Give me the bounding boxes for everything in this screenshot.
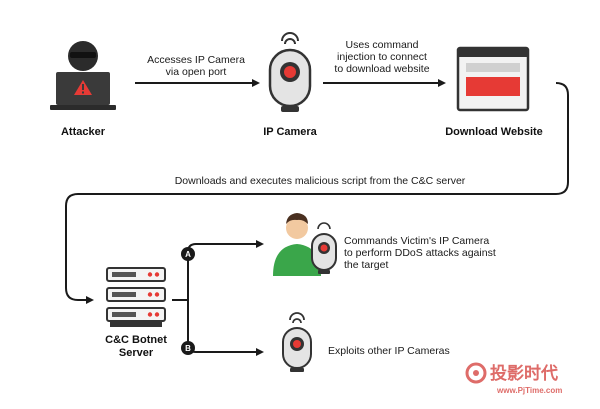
edge-label-branch-a-line3: the target — [344, 259, 389, 271]
badge-a: A — [181, 247, 195, 261]
arrow-branch-a — [187, 240, 264, 300]
svg-text:投影时代: 投影时代 — [490, 363, 558, 384]
edge-label-access-line1: Accesses IP Camera — [147, 54, 245, 66]
browser-window-icon — [456, 46, 530, 112]
edge-label-branch-a: Commands Victim's IP Camera to perform D… — [344, 235, 496, 271]
server-rack-icon — [106, 267, 166, 327]
hacker-laptop-icon — [50, 41, 116, 110]
edge-label-access-line2: via open port — [165, 66, 227, 78]
edge-label-inject-line1: Uses command — [345, 39, 419, 51]
arrow-branch-b — [187, 300, 264, 356]
edge-label-branch-b: Exploits other IP Cameras — [328, 345, 450, 357]
edge-label-access: Accesses IP Camera via open port — [132, 54, 260, 78]
camera-small-icon — [282, 312, 312, 372]
edge-label-inject: Uses command injection to connect to dow… — [318, 39, 446, 75]
arrow-website-to-server — [65, 82, 569, 304]
node-label-cnc-server: C&C Botnet Server — [96, 334, 176, 360]
svg-text:A: A — [185, 250, 191, 259]
watermark-logo: 投影时代 www.PjTime.com — [465, 362, 562, 395]
edge-label-inject-line2: injection to connect — [337, 51, 427, 63]
hazard-icon — [74, 80, 92, 95]
edge-label-branch-a-line1: Commands Victim's IP Camera — [344, 235, 490, 247]
edge-label-downloads-script: Downloads and executes malicious script … — [174, 175, 466, 187]
camera-small-icon — [311, 222, 337, 274]
node-label-cnc-line2: Server — [118, 347, 154, 359]
svg-text:www.PjTime.com: www.PjTime.com — [496, 386, 562, 395]
edge-label-inject-line3: to download website — [334, 63, 430, 75]
node-label-ip-camera: IP Camera — [263, 126, 317, 138]
node-label-download-website: Download Website — [445, 126, 543, 138]
node-label-cnc-line1: C&C Botnet — [105, 334, 167, 346]
edge-label-branch-a-line2: to perform DDoS attacks against — [344, 247, 496, 259]
badge-b: B — [181, 341, 195, 355]
node-label-attacker: Attacker — [60, 126, 106, 138]
ip-camera-icon — [268, 32, 312, 112]
victim-person-icon — [273, 213, 321, 276]
svg-text:B: B — [185, 344, 191, 353]
